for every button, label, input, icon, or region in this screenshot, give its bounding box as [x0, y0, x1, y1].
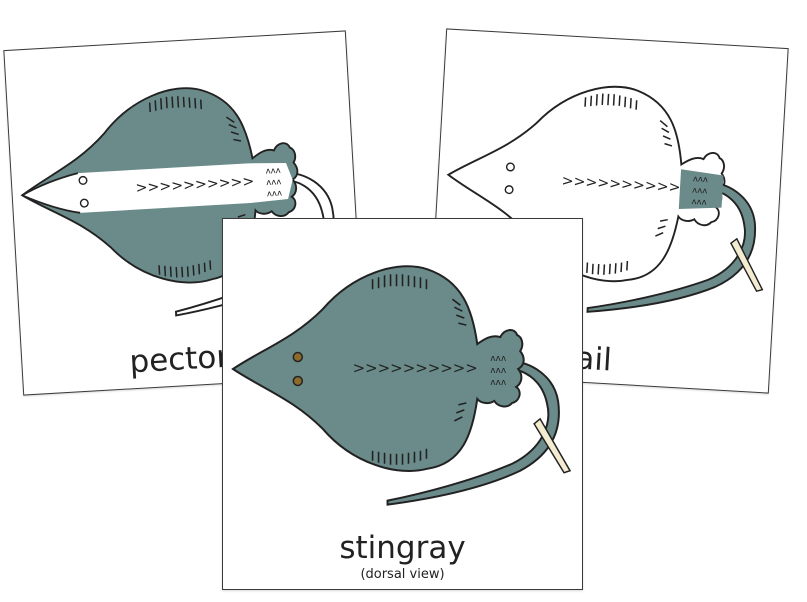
eye-icon	[504, 162, 515, 195]
barb-icon	[533, 417, 572, 474]
stingray-tail-illustration	[441, 76, 764, 323]
card-caption-dorsal-view: (dorsal view)	[360, 567, 445, 582]
eye-icon	[78, 175, 89, 208]
card-stingray[interactable]: stingray (dorsal view)	[222, 218, 583, 590]
card-tail[interactable]: ail	[426, 28, 789, 394]
card-pectoral-fins[interactable]: pector	[3, 30, 366, 396]
eye-icon	[292, 351, 304, 387]
stingray-illustration	[231, 265, 572, 506]
stingray-pectoral-illustration	[15, 81, 340, 317]
card-label-tail: ail	[574, 340, 613, 379]
card-label-stingray: stingray	[339, 530, 466, 566]
